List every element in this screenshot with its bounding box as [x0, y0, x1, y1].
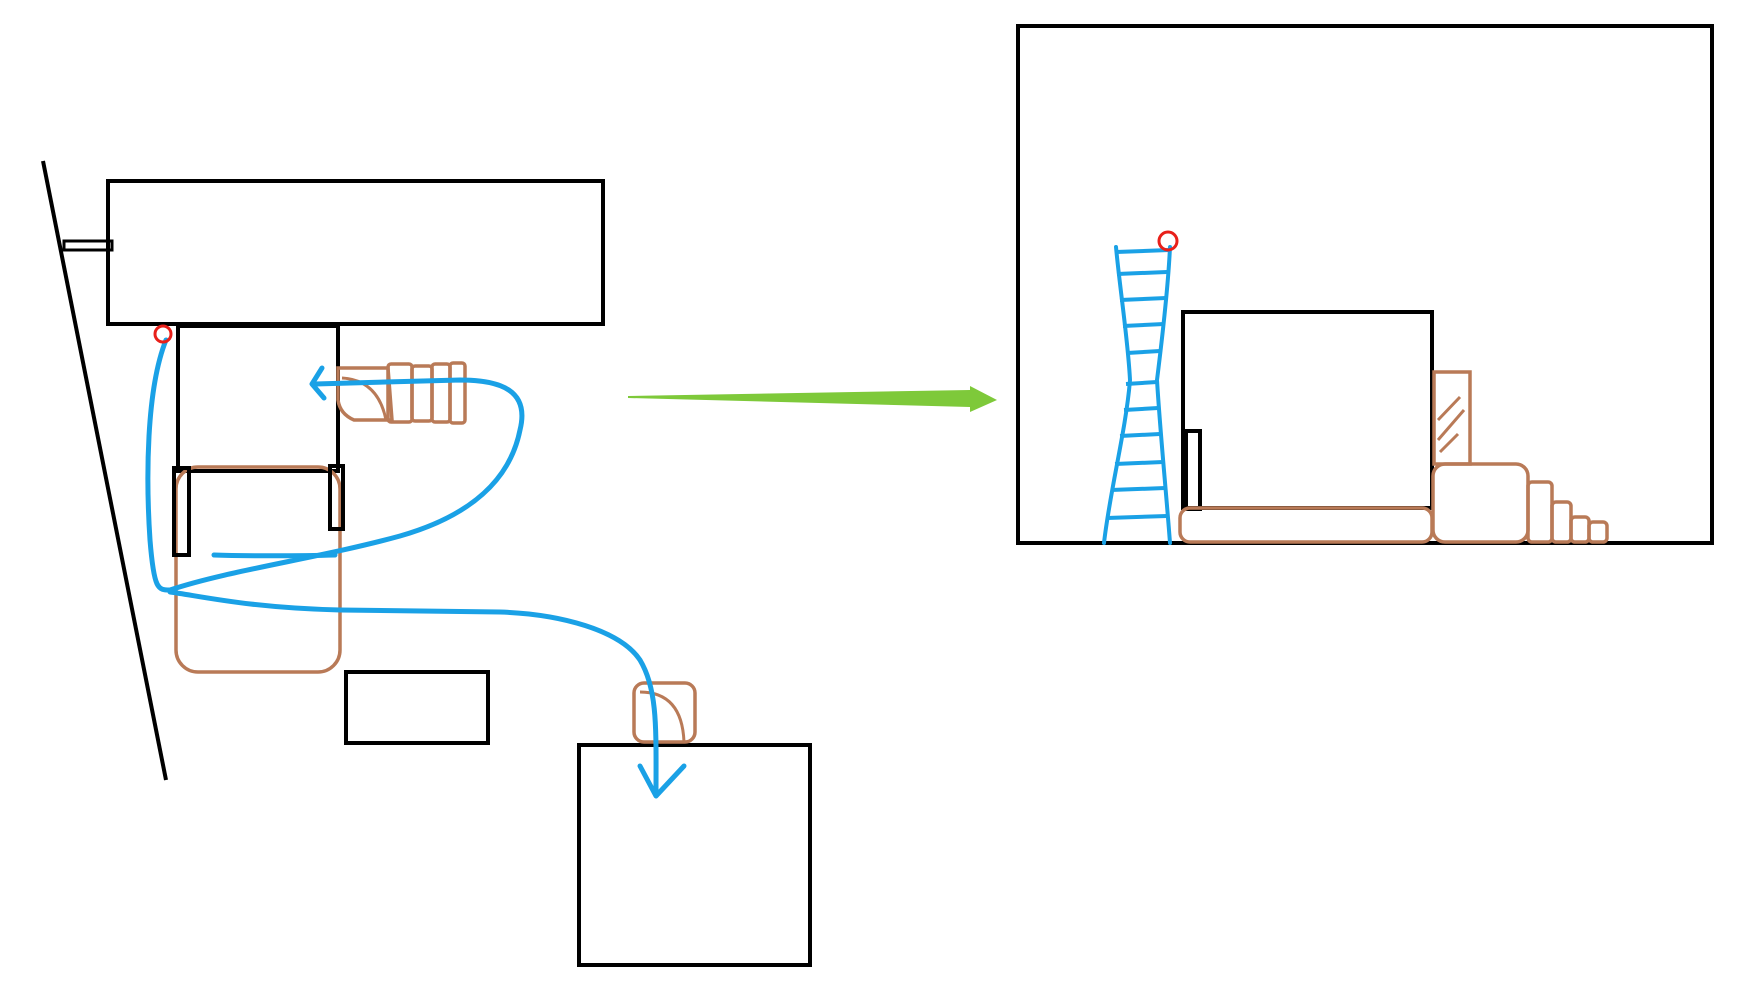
center-frame — [176, 324, 340, 473]
top-marker — [1157, 230, 1179, 252]
top-cabinet — [106, 179, 605, 326]
mirror-panel — [1432, 370, 1472, 466]
bed-brown — [1178, 506, 1434, 544]
stair-stack — [336, 361, 467, 425]
wall-line — [41, 160, 168, 781]
small-box — [344, 670, 490, 745]
transition-arrow — [628, 386, 997, 412]
right-view — [1016, 24, 1714, 545]
block-stack — [1431, 462, 1609, 544]
cabinet-handle — [1184, 429, 1202, 511]
right-post — [328, 464, 345, 531]
tall-ladder — [1102, 245, 1172, 545]
route-path — [145, 337, 687, 799]
bed-brown — [174, 465, 342, 674]
stool-brown — [632, 681, 697, 744]
table-box — [577, 743, 812, 967]
left-post — [172, 466, 191, 557]
left-view — [41, 160, 812, 967]
wall-handle — [62, 239, 114, 252]
start-marker — [153, 324, 173, 344]
cabinet-box — [1181, 310, 1434, 510]
